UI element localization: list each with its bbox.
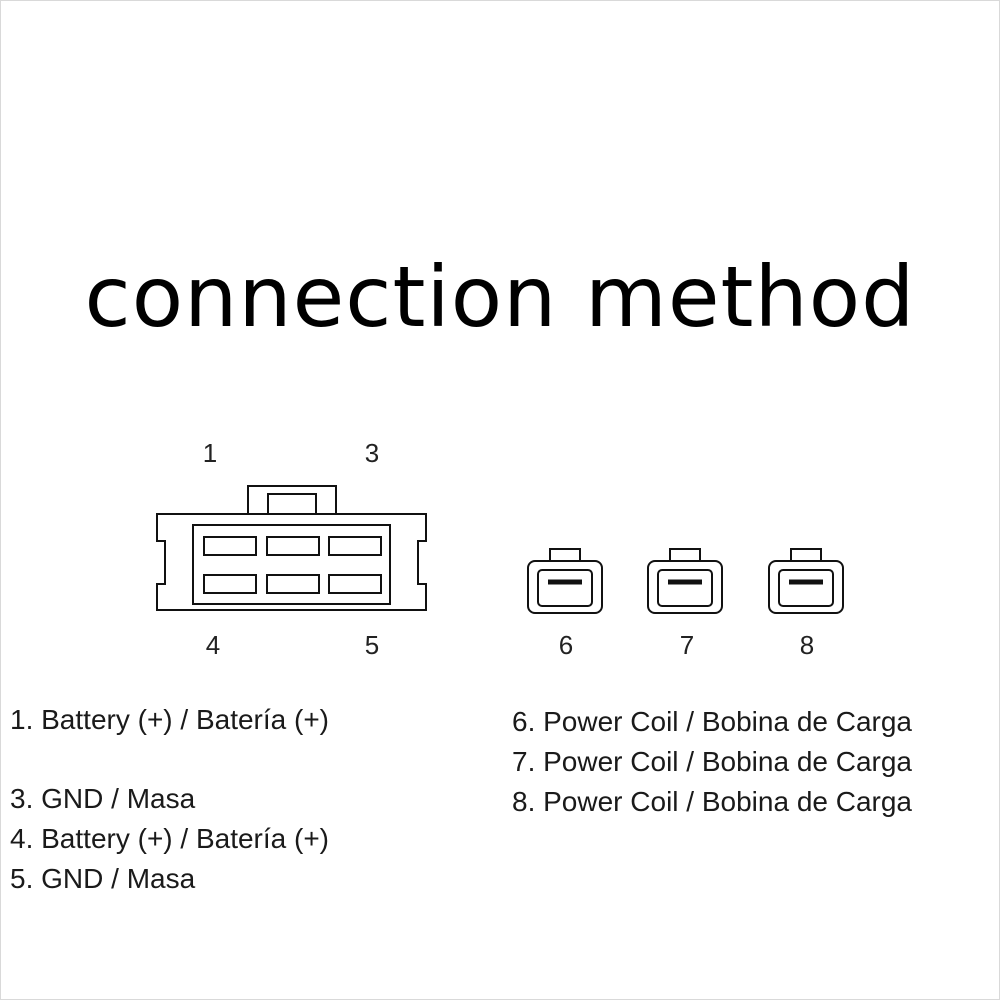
connector-tab: [549, 548, 581, 562]
six-pin-connector: [156, 485, 427, 611]
connector-inner: [657, 569, 713, 607]
pin-label-4: 4: [205, 630, 221, 660]
single-pin-connector-6: [527, 548, 603, 614]
connector-tab: [669, 548, 701, 562]
connector-outer: [527, 560, 603, 614]
connector-latch-inner: [267, 493, 317, 515]
connector-inner: [537, 569, 593, 607]
pin-label-7: 7: [679, 630, 695, 660]
pin-label-5: 5: [364, 630, 380, 660]
pin-label-3: 3: [364, 438, 380, 468]
connector-latch: [247, 485, 337, 515]
pin-label-1: 1: [202, 438, 218, 468]
legend-item-pin-8: 8. Power Coil / Bobina de Carga: [512, 786, 912, 817]
legend-item-pin-4: 4. Battery (+) / Batería (+): [10, 823, 330, 854]
connector-outer: [647, 560, 723, 614]
pin-label-6: 6: [558, 630, 574, 660]
connector-inner: [778, 569, 834, 607]
single-pin-connector-8: [768, 548, 844, 614]
legend-item-pin-5: 5. GND / Masa: [10, 863, 196, 894]
pin-label-8: 8: [799, 630, 815, 660]
pin-slot: [266, 536, 320, 556]
connector-outer: [768, 560, 844, 614]
pin-slot: [203, 574, 257, 594]
connector-housing: [192, 524, 391, 605]
legend-item-pin-1: 1. Battery (+) / Batería (+): [10, 704, 330, 735]
legend-item-pin-6: 6. Power Coil / Bobina de Carga: [512, 706, 912, 737]
pin-slot: [266, 574, 320, 594]
legend-item-pin-7: 7. Power Coil / Bobina de Carga: [512, 746, 912, 777]
single-pin-connector-7: [647, 548, 723, 614]
connector-body: [156, 513, 427, 611]
page-title: connection method: [84, 248, 916, 346]
pin-slot: [328, 536, 382, 556]
pin-slot: [328, 574, 382, 594]
pin-slot: [203, 536, 257, 556]
legend-item-pin-3: 3. GND / Masa: [10, 783, 196, 814]
connector-tab: [790, 548, 822, 562]
